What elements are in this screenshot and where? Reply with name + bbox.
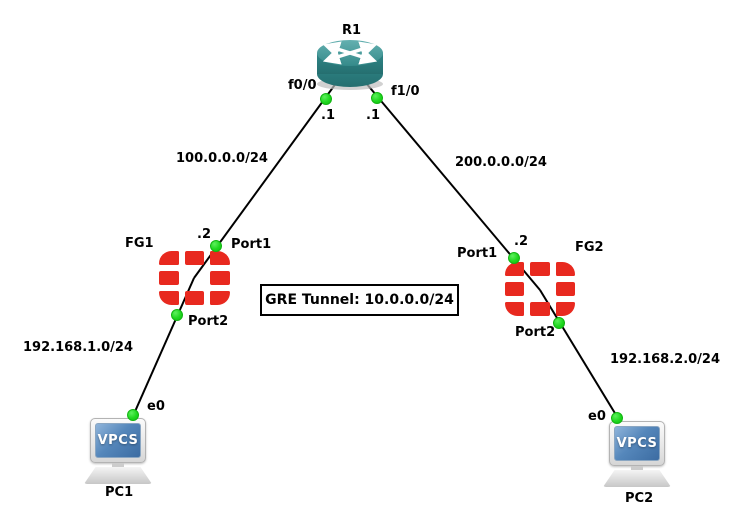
gre-tunnel-annotation[interactable]: GRE Tunnel: 10.0.0.0/24 — [260, 284, 459, 316]
pc2-label[interactable]: PC2 — [625, 491, 654, 506]
router-r1-icon[interactable] — [312, 36, 388, 92]
r1-interface-f1-0-label[interactable]: f1/0 — [391, 84, 420, 99]
fg-segment — [555, 282, 575, 296]
status-dot-pc1-e0 — [127, 409, 139, 421]
pc-keyboard-base — [603, 470, 671, 487]
router-arrows-icon — [322, 41, 378, 65]
fg-segment — [210, 291, 230, 305]
pc2-e0-label[interactable]: e0 — [588, 409, 606, 424]
pc-screen: VPCS — [95, 423, 141, 458]
pc-monitor: VPCS — [609, 421, 665, 466]
fg-segment — [505, 262, 525, 276]
fg-segment — [555, 302, 575, 316]
status-dot-r1-f0-0 — [320, 93, 332, 105]
status-dot-fg2-port1 — [508, 252, 520, 264]
lan-left-subnet-label[interactable]: 192.168.1.0/24 — [23, 340, 134, 355]
fg2-label[interactable]: FG2 — [575, 240, 604, 255]
fg-segment — [555, 262, 575, 276]
status-dot-pc2-e0 — [611, 412, 623, 424]
pc1-e0-label[interactable]: e0 — [147, 399, 165, 414]
pc-screen: VPCS — [614, 426, 660, 461]
fg-segment — [210, 251, 230, 265]
fg2-port2-label[interactable]: Port2 — [515, 325, 556, 340]
fg-segment — [184, 251, 205, 265]
r1-label[interactable]: R1 — [342, 23, 362, 38]
fg-center-hole — [530, 282, 549, 296]
pc1-label[interactable]: PC1 — [105, 485, 134, 500]
fg2-port1-label[interactable]: Port1 — [457, 246, 498, 261]
fg-segment — [159, 251, 179, 265]
pc2-icon[interactable]: VPCS — [603, 421, 671, 487]
fg-segment — [505, 302, 525, 316]
pc-monitor: VPCS — [90, 418, 146, 463]
fg2-port1-addr-label[interactable]: .2 — [514, 234, 528, 249]
status-dot-fg2-port2 — [553, 317, 565, 329]
fg-segment — [159, 271, 179, 285]
fg-segment — [505, 282, 525, 296]
vpcs-screen-text: VPCS — [97, 433, 139, 448]
vpcs-screen-text: VPCS — [616, 436, 658, 451]
status-dot-fg1-port1 — [210, 240, 222, 252]
fg-segment — [530, 302, 550, 316]
firewall-fg2-icon[interactable] — [505, 262, 575, 316]
pc-neck — [631, 466, 643, 470]
r1-f0-0-addr-label[interactable]: .1 — [321, 108, 335, 123]
fg-segment — [159, 291, 179, 305]
fg1-port1-label[interactable]: Port1 — [231, 237, 272, 252]
pc-neck — [112, 463, 124, 467]
fg1-port1-addr-label[interactable]: .2 — [197, 227, 211, 242]
pc-keyboard-base — [84, 467, 152, 484]
fg-center-hole — [185, 271, 205, 285]
wan-right-subnet-label[interactable]: 200.0.0.0/24 — [455, 155, 547, 170]
firewall-fg1-icon[interactable] — [159, 251, 230, 305]
wan-left-subnet-label[interactable]: 100.0.0.0/24 — [176, 151, 268, 166]
r1-interface-f0-0-label[interactable]: f0/0 — [288, 78, 317, 93]
gre-tunnel-text: GRE Tunnel: 10.0.0.0/24 — [265, 292, 454, 308]
fg-segment — [210, 271, 230, 285]
r1-f1-0-addr-label[interactable]: .1 — [366, 108, 380, 123]
pc1-icon[interactable]: VPCS — [84, 418, 152, 484]
status-dot-fg1-port2 — [171, 309, 183, 321]
fg1-label[interactable]: FG1 — [125, 236, 154, 251]
status-dot-r1-f1-0 — [371, 92, 383, 104]
fg1-port2-label[interactable]: Port2 — [188, 314, 229, 329]
fg-segment — [530, 262, 550, 276]
lan-right-subnet-label[interactable]: 192.168.2.0/24 — [610, 352, 721, 367]
fg-segment — [184, 291, 205, 305]
